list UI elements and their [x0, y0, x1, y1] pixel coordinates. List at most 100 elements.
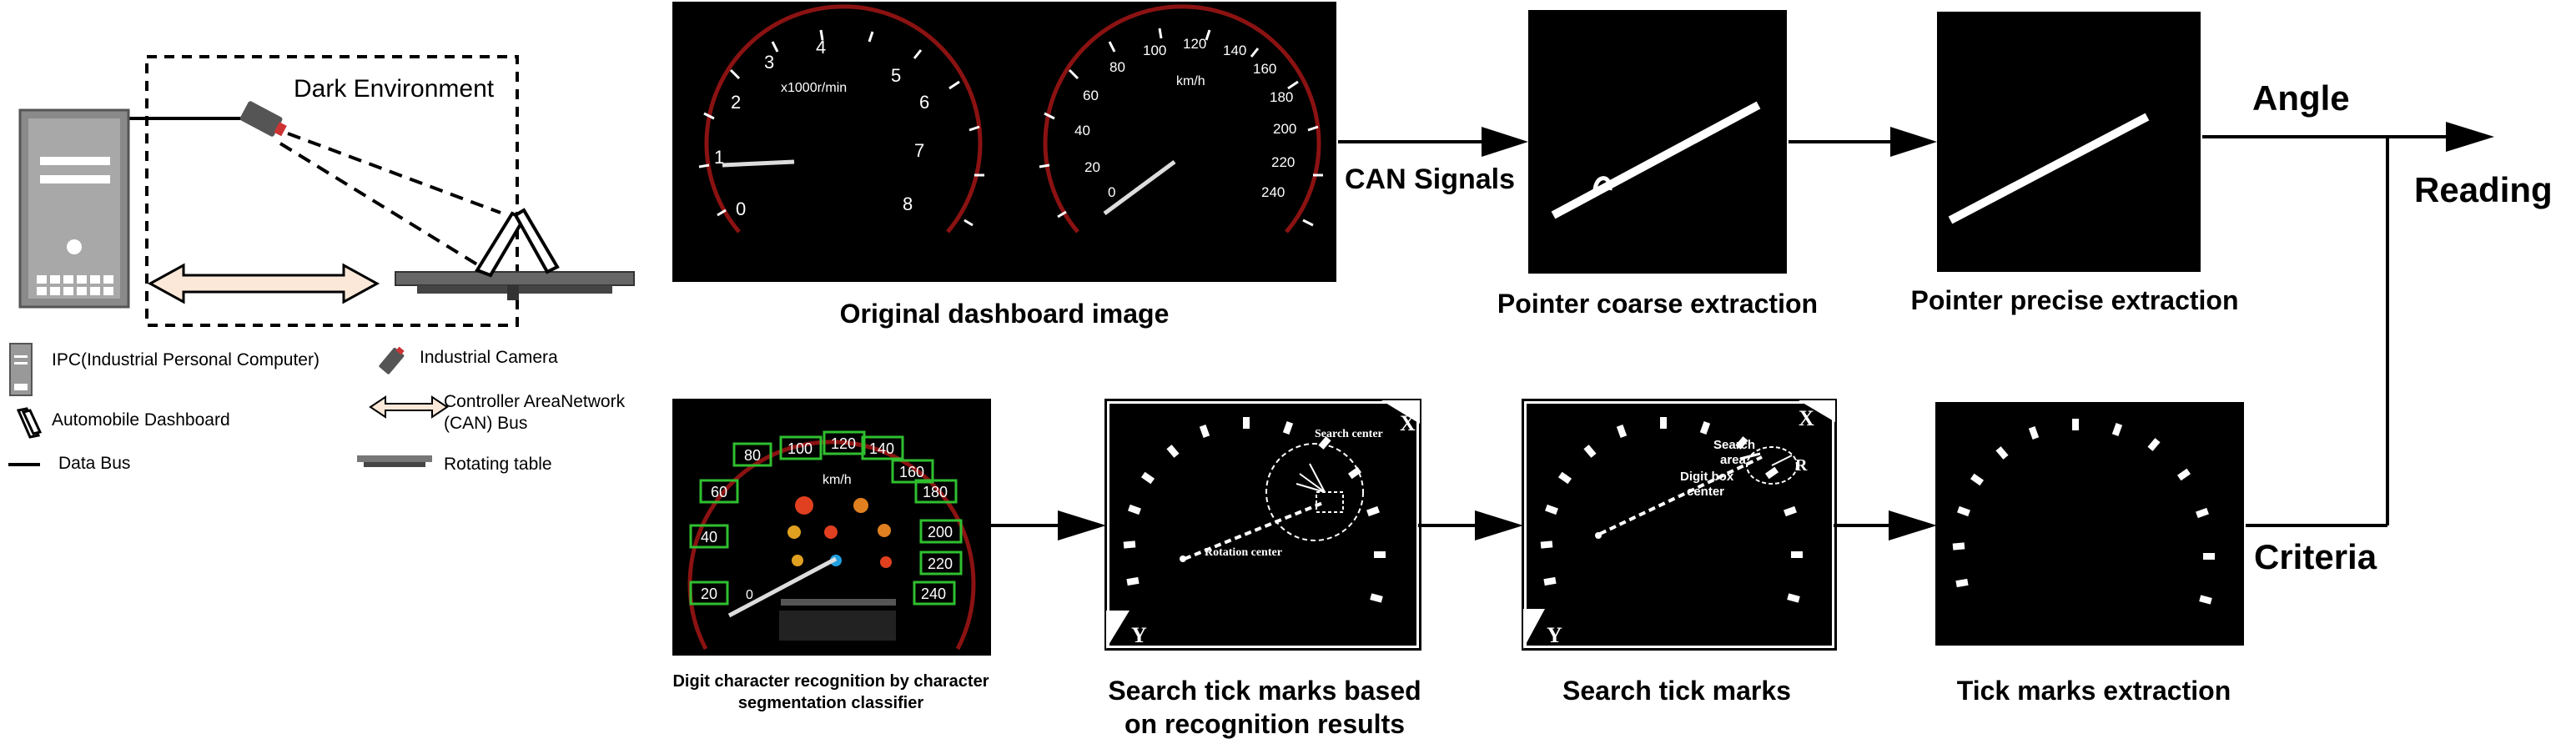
digit-box-label: 220 — [928, 555, 953, 572]
radius-label: R — [1795, 456, 1808, 475]
y-axis-label: Y — [1547, 623, 1562, 647]
camera-view-line — [287, 132, 501, 214]
search-center-label: Search center — [1315, 428, 1383, 440]
rpm-tick-label: 0 — [736, 199, 746, 219]
digit-box-label: 140 — [869, 440, 894, 457]
speed-tick-label: 180 — [1270, 89, 1293, 105]
digit-box-label: 160 — [899, 464, 924, 480]
dark-environment-box — [145, 55, 519, 327]
search-area-label-line1: Search — [1713, 438, 1755, 452]
search-image: X Y R Search area Digit box center — [1522, 399, 1837, 651]
digit-box-label: 20 — [701, 586, 717, 602]
digit-panel-lcd — [779, 611, 896, 641]
y-corner-marker — [1106, 611, 1130, 649]
speed-tick-label: 20 — [1084, 159, 1100, 175]
caption-search-rec-line2: on recognition results — [1124, 709, 1406, 739]
speed-gauge: 0 20 40 60 80 100 120 140 160 180 200 22… — [1039, 4, 1323, 234]
digit-recognition-image: 20 40 60 80 100 120 140 160 180 200 220 … — [672, 399, 991, 656]
coarse-pointer-svg — [1551, 101, 1761, 219]
rpm-unit-label: x1000r/min — [781, 81, 847, 95]
radius-line — [1771, 455, 1793, 466]
search-rec-svg: X Y Search center Rotation center — [1106, 400, 1420, 649]
can-bus-arrow — [147, 263, 380, 304]
speed-tick-label: 240 — [1261, 184, 1285, 200]
legend-dashboard-label: Automobile Dashboard — [52, 410, 230, 430]
legend-can-label-line1: Controller AreaNetwork — [444, 392, 626, 411]
speed-unit-label: km/h — [1176, 74, 1205, 88]
speed-tick-label: 40 — [1074, 123, 1090, 138]
y-corner-marker — [1523, 609, 1545, 649]
x-corner-marker — [1381, 400, 1420, 424]
search-area-ellipse — [1746, 446, 1798, 485]
rpm-tick-label: 8 — [903, 194, 913, 214]
can-signals-label: CAN Signals — [1345, 163, 1516, 195]
warning-lights-icon — [787, 496, 892, 568]
gauges-svg: 0 1 2 3 4 5 6 7 8 x1000r/min 0 20 — [698, 4, 1323, 234]
speed-needle — [1103, 159, 1176, 216]
search-rec-image: X Y Search center Rotation center — [1104, 399, 1421, 651]
industrial-camera-icon — [239, 101, 287, 137]
speed-tick-label: 120 — [1183, 36, 1206, 52]
digit-box-label: 80 — [744, 447, 761, 464]
tick-extraction-svg — [1952, 419, 2215, 605]
caption-original-dashboard: Original dashboard image — [839, 299, 1170, 329]
coarse-pointer-line — [1551, 101, 1761, 219]
legend-ipc-label: IPC(Industrial Personal Computer) — [52, 350, 319, 369]
digit-box-label: 60 — [711, 484, 727, 500]
rpm-tick-label: 6 — [919, 92, 929, 113]
speed-tick-label: 80 — [1109, 59, 1125, 75]
speed-tick-label: 160 — [1253, 61, 1276, 77]
digit-box-label: 100 — [787, 440, 813, 457]
speed-tick-label: 200 — [1273, 121, 1296, 137]
rotation-center-label: Rotation center — [1205, 546, 1282, 559]
rpm-tick-label: 3 — [764, 52, 774, 73]
speed-tick-label: 100 — [1143, 43, 1166, 58]
speed-tick-label: 220 — [1271, 154, 1295, 170]
automobile-dashboard-icon — [475, 208, 560, 278]
search-circle — [1265, 443, 1364, 541]
digit-box-label: 180 — [923, 484, 948, 500]
rpm-tick-label: 4 — [816, 37, 826, 58]
caption-pointer-coarse: Pointer coarse extraction — [1497, 289, 1819, 319]
legend-camera-label: Industrial Camera — [420, 348, 558, 367]
criteria-label: Criteria — [2254, 537, 2377, 576]
x-corner-marker — [1799, 400, 1835, 422]
speed-tick-label: 60 — [1083, 88, 1099, 103]
digit-panel-needle — [727, 556, 838, 618]
pointer-precise-image — [1937, 12, 2201, 272]
search-svg: X Y R Search area Digit box center — [1523, 400, 1835, 649]
search-area-label-line2: area — [1720, 453, 1747, 467]
legend-data-bus-label: Data Bus — [58, 454, 131, 473]
ipc-icon — [18, 108, 130, 309]
dark-environment-label: Dark Environment — [294, 75, 495, 103]
x-axis-label: X — [1799, 406, 1814, 430]
search-line — [1599, 455, 1763, 535]
x-axis-label: X — [1400, 411, 1416, 435]
rotating-table-icon — [395, 271, 635, 300]
caption-pointer-precise: Pointer precise extraction — [1910, 285, 2239, 315]
coarse-noise — [1592, 176, 1613, 196]
legend-can-label-line2: (CAN) Bus — [444, 414, 528, 433]
rpm-tick-label: 7 — [914, 140, 924, 161]
speed-tick-label: 0 — [1108, 184, 1115, 200]
rpm-needle — [722, 159, 795, 168]
rotation-line — [1184, 500, 1326, 560]
rpm-tick-label: 2 — [731, 92, 741, 113]
digit-box-label: 200 — [928, 524, 953, 540]
digit-panel-svg: 20 40 60 80 100 120 140 160 180 200 220 … — [687, 430, 976, 651]
rpm-tick-label: 5 — [891, 65, 901, 86]
tick-extraction-image — [1935, 402, 2244, 646]
speed-tick-label: 140 — [1223, 43, 1246, 58]
digit-box-center-label-line1: Digit box — [1680, 470, 1734, 484]
angle-label: Angle — [2252, 78, 2350, 118]
caption-tick-extraction: Tick marks extraction — [1956, 676, 2231, 706]
reading-label: Reading — [2414, 170, 2553, 209]
camera-view-line — [279, 142, 486, 270]
digit-unit-label: km/h — [823, 473, 852, 487]
caption-digit-line2: segmentation classifier — [737, 694, 924, 712]
rpm-gauge: 0 1 2 3 4 5 6 7 8 x1000r/min — [698, 4, 984, 234]
caption-search: Search tick marks — [1562, 676, 1791, 706]
digit-box-center-label-line2: center — [1687, 485, 1724, 499]
precise-pointer-svg — [1948, 113, 2150, 224]
